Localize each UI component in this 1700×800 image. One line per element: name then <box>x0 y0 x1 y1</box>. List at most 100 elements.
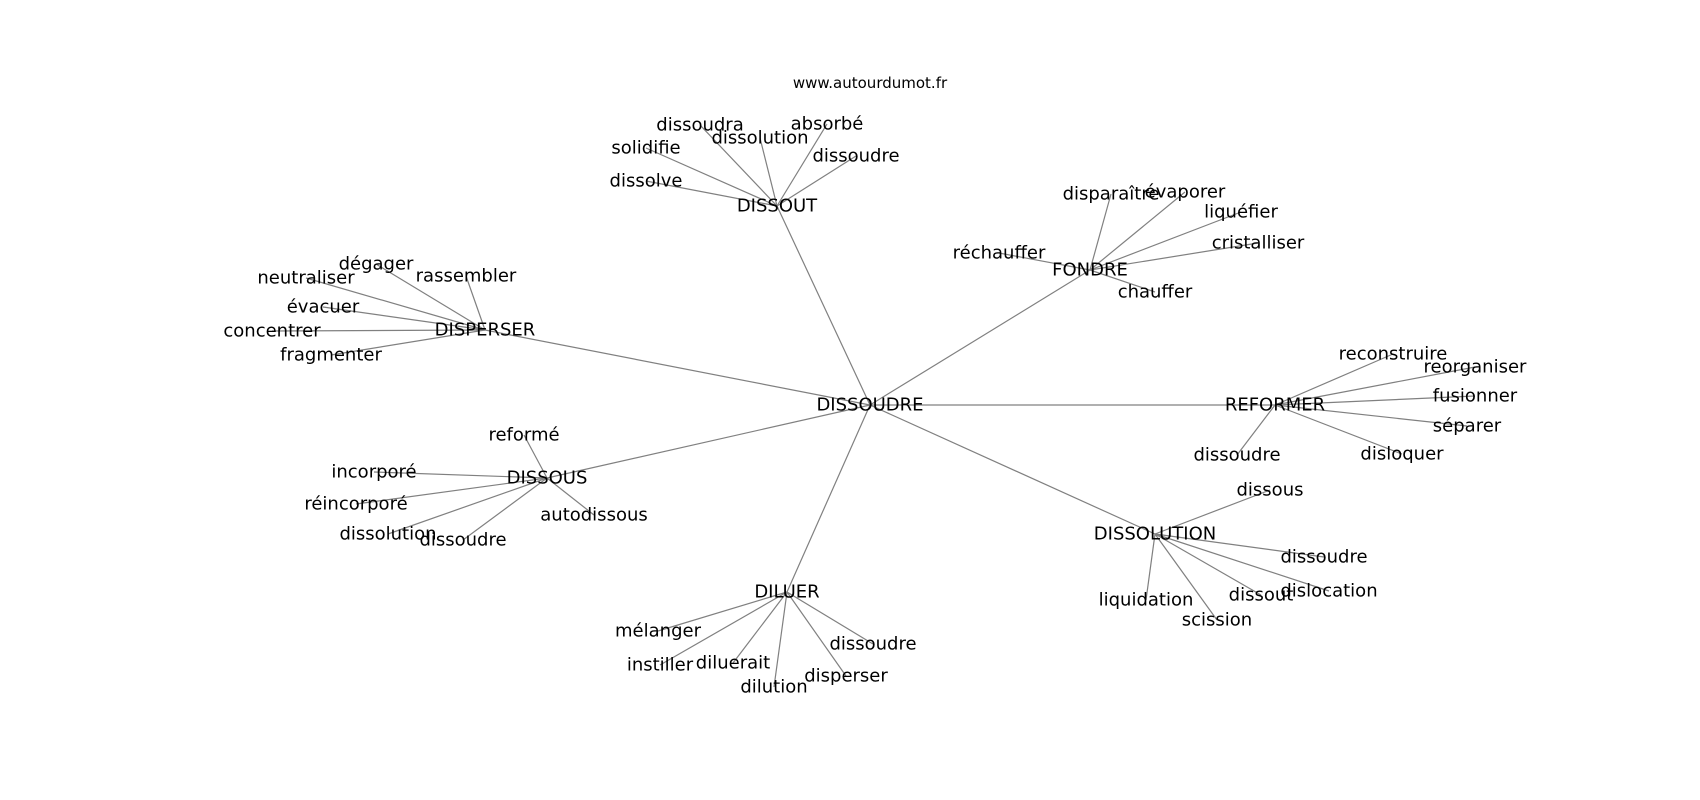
edge-reformer-disloquer <box>1274 404 1403 455</box>
leaf-node-dissolution: dissolution <box>711 128 808 149</box>
leaf-node-reforme: reformé <box>488 425 559 446</box>
leaf-node-dissoudre: dissoudre <box>1193 445 1280 466</box>
edge-dissolution-scission <box>1154 533 1218 621</box>
edge-dissout-dissoudre <box>776 155 857 207</box>
hub-node-disperser: DISPERSER <box>435 320 536 341</box>
leaf-node-dissout: dissout <box>1229 585 1294 606</box>
labels-layer: www.autourdumot.fr DISSOUDRE DISSOUT disso… <box>223 74 1527 698</box>
leaf-node-liquidation: liquidation <box>1099 590 1194 611</box>
edge-disperser-fragmenter <box>330 329 486 356</box>
edge-reformer-separer <box>1274 404 1468 427</box>
edge-root-disperser <box>484 329 871 406</box>
edge-dissout-absorbe <box>776 123 828 207</box>
edge-dissolution-dissous <box>1154 489 1271 535</box>
leaf-node-absorbe: absorbé <box>791 114 864 135</box>
edge-reformer-dissoudre <box>1236 404 1276 456</box>
leaf-node-fusionner: fusionner <box>1433 386 1518 407</box>
leaf-node-diluerait: diluerait <box>696 653 770 674</box>
edge-dissout-dissolve <box>645 180 778 207</box>
leaf-node-dissolve: dissolve <box>610 171 683 192</box>
edge-dissous-dissoudre <box>462 477 548 541</box>
edge-root-dissolution <box>869 404 1156 535</box>
leaf-node-autodissous: autodissous <box>540 505 648 526</box>
edge-fondre-disparaitre <box>1089 193 1112 271</box>
edge-fondre-chauffer <box>1089 269 1156 293</box>
edge-reformer-reorganiser <box>1274 366 1476 406</box>
leaf-node-reorganiser: reorganiser <box>1424 357 1527 378</box>
source-label: www.autourdumot.fr <box>793 74 948 92</box>
edge-root-dissous <box>546 404 871 479</box>
edge-fondre-rechauffer <box>998 252 1091 271</box>
edge-root-dissout <box>776 205 871 406</box>
edge-root-diluer <box>786 404 871 593</box>
edge-diluer-melanger <box>657 591 788 632</box>
leaf-node-scission: scission <box>1182 610 1252 631</box>
edge-fondre-evaporer <box>1089 191 1186 271</box>
leaf-node-dissous: dissous <box>1237 480 1304 501</box>
leaf-node-reincorpore: réincorporé <box>304 494 407 515</box>
leaf-node-concentrer: concentrer <box>223 321 321 342</box>
edge-dissout-dissolution <box>759 137 778 207</box>
hub-node-dissous: DISSOUS <box>507 468 588 489</box>
leaf-node-dislocation: dislocation <box>1280 581 1377 602</box>
edge-dissous-reforme <box>523 434 548 479</box>
edge-dissous-autodissous <box>546 477 595 516</box>
leaf-node-degager: dégager <box>339 254 414 275</box>
leaf-node-solidifie: solidifie <box>611 138 680 159</box>
edge-diluer-instiller <box>659 591 788 666</box>
leaf-node-disloquer: disloquer <box>1360 444 1444 465</box>
edge-fondre-cristalliser <box>1089 242 1259 271</box>
leaf-node-chauffer: chauffer <box>1118 282 1193 303</box>
edge-dissolution-dissout <box>1154 533 1262 596</box>
leaf-node-evacuer: évacuer <box>287 297 360 318</box>
leaf-node-dissoudre: dissoudre <box>812 146 899 167</box>
hub-node-reformer: REFORMER <box>1225 395 1325 416</box>
edge-reformer-reconstruire <box>1274 353 1394 406</box>
edges-layer <box>271 123 1476 688</box>
leaf-node-disperser: disperser <box>804 666 888 687</box>
edge-dissout-dissoudra <box>699 124 778 207</box>
leaf-node-reconstruire: reconstruire <box>1339 344 1448 365</box>
edge-dissolution-liquidation <box>1145 533 1156 601</box>
edge-disperser-rassembler <box>465 275 486 331</box>
leaf-node-disparaitre: disparaître <box>1063 184 1160 205</box>
edge-dissolution-dislocation <box>1154 533 1330 592</box>
leaf-node-dissoudre: dissoudre <box>829 634 916 655</box>
leaf-node-dissoudre: dissoudre <box>1280 547 1367 568</box>
edge-diluer-disperser <box>786 591 847 677</box>
hub-node-dissolution: DISSOLUTION <box>1094 524 1216 545</box>
leaf-node-dissoudre: dissoudre <box>419 530 506 551</box>
leaf-node-dissolution: dissolution <box>339 524 436 545</box>
edge-dissous-dissolution <box>387 477 548 535</box>
leaf-node-evaporer: évaporer <box>1145 182 1226 203</box>
edge-dissout-solidifie <box>645 147 778 207</box>
leaf-node-cristalliser: cristalliser <box>1212 233 1305 254</box>
leaf-node-dissoudra: dissoudra <box>656 115 743 136</box>
edge-dissous-incorpore <box>373 471 548 479</box>
leaf-node-incorpore: incorporé <box>331 462 416 483</box>
hub-node-dissout: DISSOUT <box>737 196 818 217</box>
leaf-node-neutraliser: neutraliser <box>257 268 355 289</box>
edge-disperser-degager <box>375 263 486 331</box>
hub-node-diluer: DILUER <box>754 582 819 603</box>
edge-dissous-reincorpore <box>355 477 548 505</box>
edge-diluer-dilution <box>773 591 788 688</box>
edge-diluer-diluerait <box>732 591 788 664</box>
leaf-node-instiller: instiller <box>627 655 694 676</box>
leaf-node-rechauffer: réchauffer <box>953 243 1046 264</box>
edge-diluer-dissoudre <box>786 591 874 645</box>
leaf-node-rassembler: rassembler <box>416 266 517 287</box>
edge-disperser-neutraliser <box>305 277 486 331</box>
edge-disperser-evacuer <box>322 306 486 331</box>
leaf-node-separer: séparer <box>1433 416 1502 437</box>
root-node-dissoudre: DISSOUDRE <box>816 395 923 416</box>
leaf-node-dilution: dilution <box>740 677 807 698</box>
leaf-node-fragmenter: fragmenter <box>280 345 382 366</box>
leaf-node-melanger: mélanger <box>615 621 702 642</box>
edge-reformer-fusionner <box>1274 395 1476 406</box>
edge-dissolution-dissoudre <box>1154 533 1325 558</box>
edge-root-fondre <box>869 269 1091 406</box>
hub-node-fondre: FONDRE <box>1052 260 1128 281</box>
